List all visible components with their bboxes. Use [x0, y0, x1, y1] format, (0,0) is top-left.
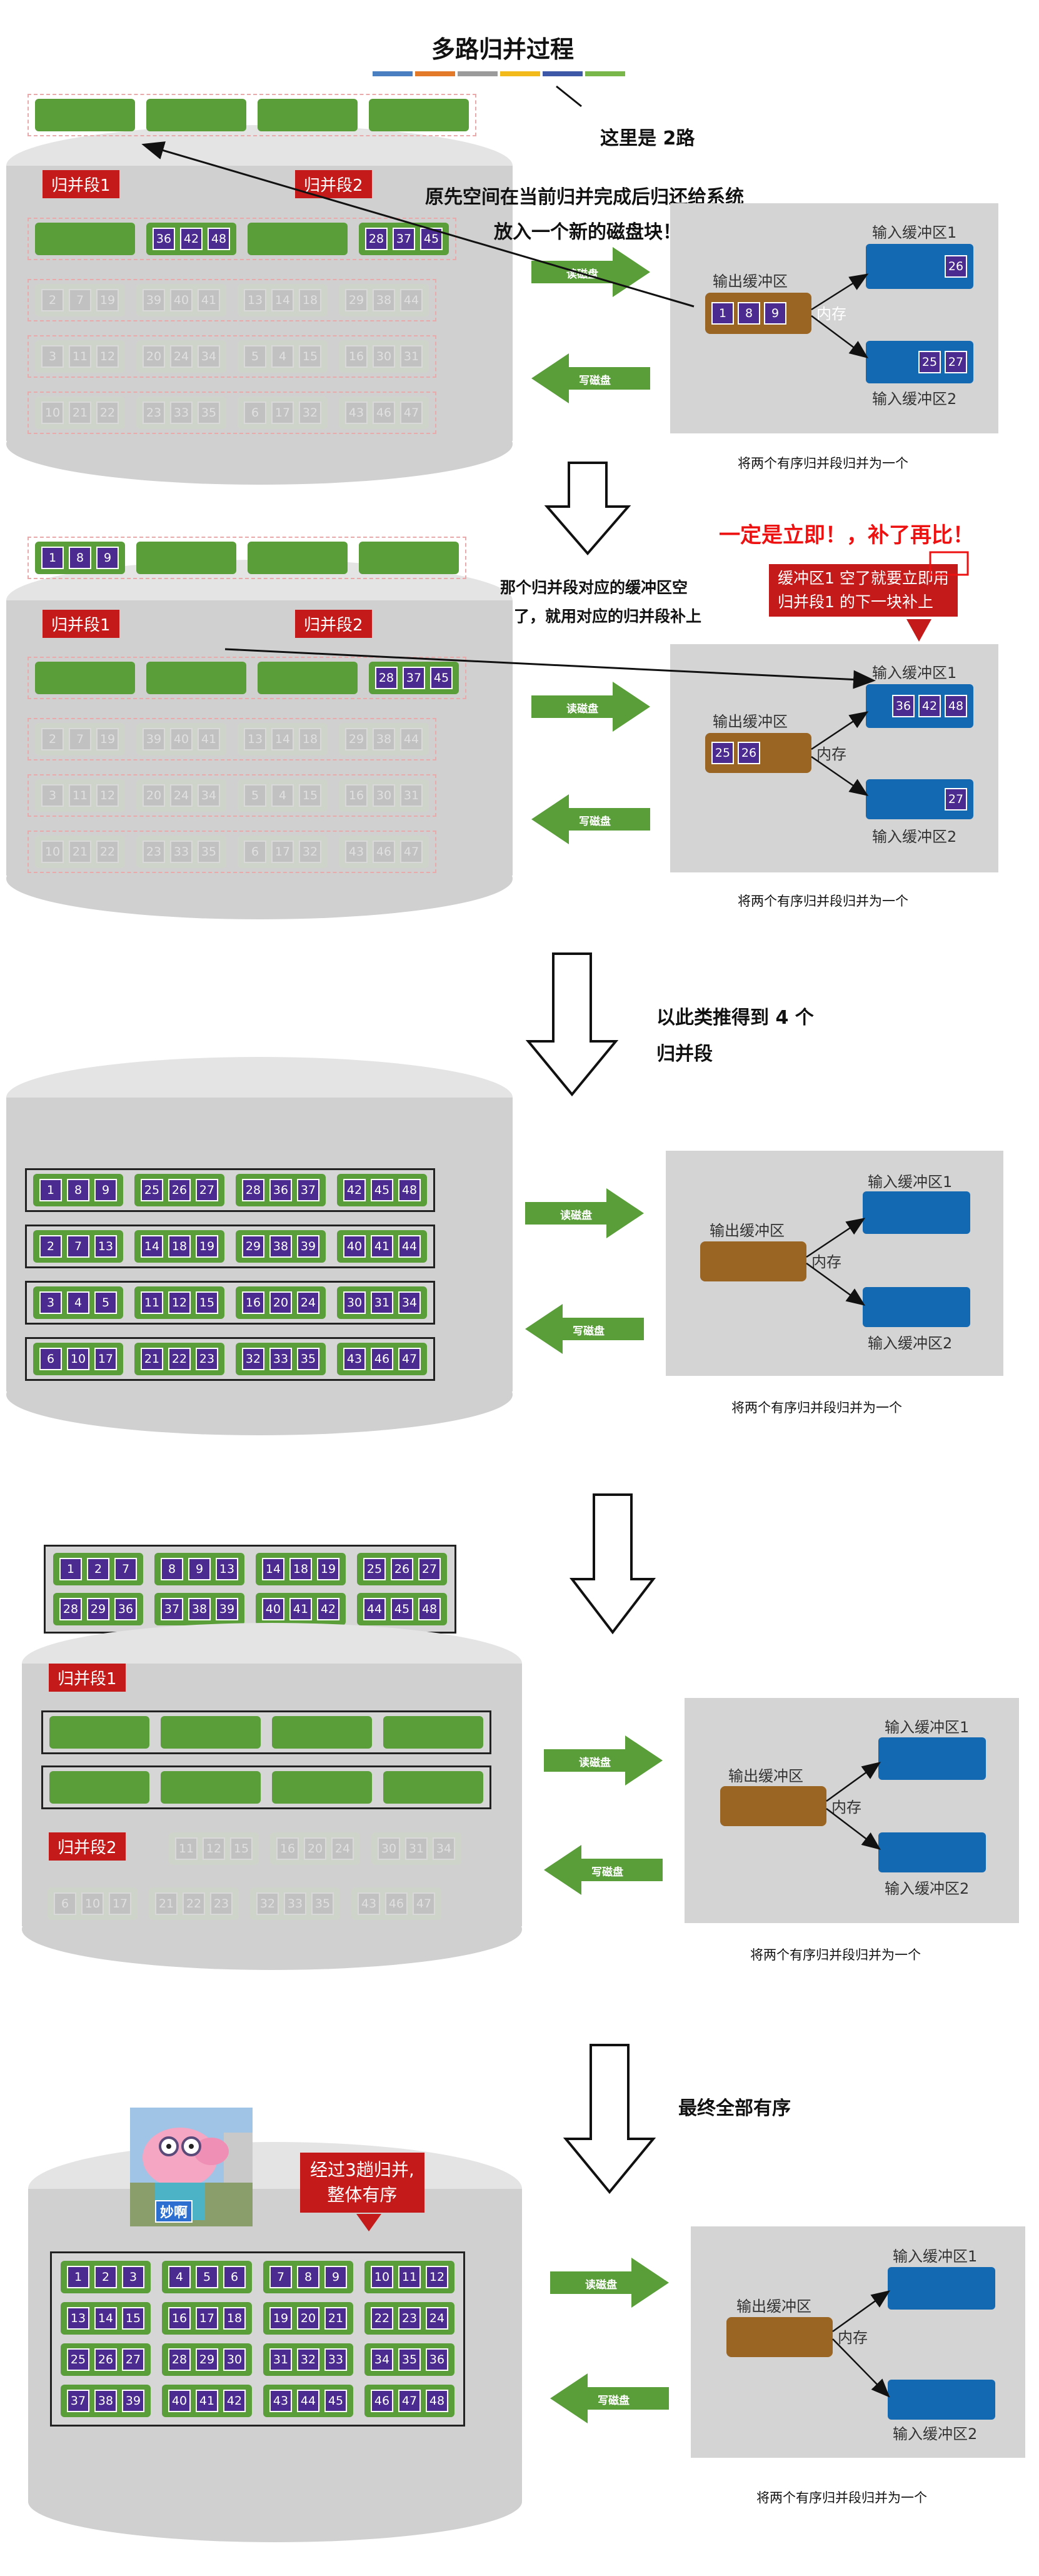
mem-label-1: 内存 [816, 305, 846, 323]
input-buffer-2-stage5 [888, 2380, 995, 2420]
pig-icon [130, 2128, 253, 2226]
out-label-4: 输出缓冲区 [728, 1767, 803, 1785]
caption-1: 将两个有序归并段归并为一个 [738, 456, 908, 471]
segment-2-tag-4: 归并段2 [49, 1832, 126, 1861]
note-infer-2: 归并段 [656, 1043, 713, 1065]
note-immediate: 一定是立即！，补了再比！ [719, 523, 974, 548]
input-buffer-2-stage3 [863, 1287, 970, 1327]
mem-label-5: 内存 [838, 2329, 868, 2346]
note-refill-1: 那个归并段对应的缓冲区空 [500, 578, 688, 597]
segment-2-tag-2: 归并段2 [295, 610, 372, 638]
in1-label-4: 输入缓冲区1 [885, 1719, 970, 1736]
page-title: 多路归并过程 [431, 36, 575, 63]
down-arrow-4 [563, 2044, 656, 2195]
input-buffer-2-stage2: 27 [866, 779, 973, 819]
out-label-5: 输出缓冲区 [736, 2298, 811, 2315]
callout-refill: 缓冲区1 空了就要立即用归并段1 的下一块补上 [769, 564, 958, 617]
in2-label-3: 输入缓冲区2 [868, 1335, 953, 1352]
out-label-1: 输出缓冲区 [713, 273, 788, 290]
input-buffer-1-stage3 [863, 1191, 970, 1234]
in2-label-2: 输入缓冲区2 [872, 828, 957, 846]
in2-label-4: 输入缓冲区2 [885, 1880, 970, 1897]
note-final: 最终全部有序 [678, 2098, 791, 2119]
out-label-3: 输出缓冲区 [710, 1222, 785, 1240]
disk-4-row-1 [41, 1710, 491, 1754]
mem-label-4: 内存 [831, 1799, 861, 1816]
caption-4: 将两个有序归并段归并为一个 [750, 1947, 921, 1962]
output-buffer-stage4 [720, 1786, 826, 1826]
caption-3: 将两个有序归并段归并为一个 [731, 1400, 902, 1415]
callout-three-pass: 经过3趟归并,整体有序 [300, 2153, 424, 2213]
segment-1-tag-2: 归并段1 [43, 610, 119, 638]
disk-5-bottom [28, 2461, 522, 2542]
title-color-bar [373, 71, 625, 76]
note-return-space-2: 放入一个新的磁盘块！！ [494, 221, 700, 243]
in1-label-1: 输入缓冲区1 [872, 224, 957, 241]
output-buffer-stage3 [700, 1241, 806, 1281]
in1-label-3: 输入缓冲区1 [868, 1173, 953, 1191]
down-arrow-1 [544, 462, 631, 556]
in1-label-2: 输入缓冲区1 [872, 664, 957, 682]
disk-4-row-2 [41, 1765, 491, 1809]
pig-sticker: 妙啊 [130, 2108, 253, 2226]
note-two-way: 这里是 2路 [600, 128, 695, 149]
note-infer-1: 以此类推得到 4 个 [656, 1007, 814, 1029]
input-buffer-1-stage1: 26 [866, 244, 973, 289]
in1-label-5: 输入缓冲区1 [893, 2248, 978, 2265]
out-label-2: 输出缓冲区 [713, 713, 788, 730]
note-refill-2: 了，就用对应的归并段补上 [514, 607, 702, 625]
input-buffer-1-stage5 [888, 2267, 995, 2310]
caption-5: 将两个有序归并段归并为一个 [756, 2490, 927, 2505]
pig-caption: 妙啊 [155, 2200, 193, 2223]
segment-1-tag-4: 归并段1 [49, 1664, 126, 1692]
input-buffer-2-stage4 [878, 1832, 986, 1872]
down-arrow-3 [569, 1493, 656, 1635]
mem-label-3: 内存 [811, 1253, 841, 1271]
disk-1-top-row [28, 94, 476, 136]
mem-label-2: 内存 [816, 745, 846, 763]
segment-2-tag: 归并段2 [295, 170, 372, 198]
output-buffer-stage5 [726, 2317, 833, 2357]
callout-pointer [906, 619, 931, 642]
in2-label-1: 输入缓冲区2 [872, 390, 957, 408]
down-arrow-2 [525, 952, 619, 1097]
segment-1-tag: 归并段1 [43, 170, 119, 198]
input-buffer-1-stage4 [878, 1737, 986, 1780]
in2-label-5: 输入缓冲区2 [893, 2425, 978, 2443]
three-pass-pointer [356, 2214, 381, 2231]
caption-2: 将两个有序归并段归并为一个 [738, 894, 908, 909]
